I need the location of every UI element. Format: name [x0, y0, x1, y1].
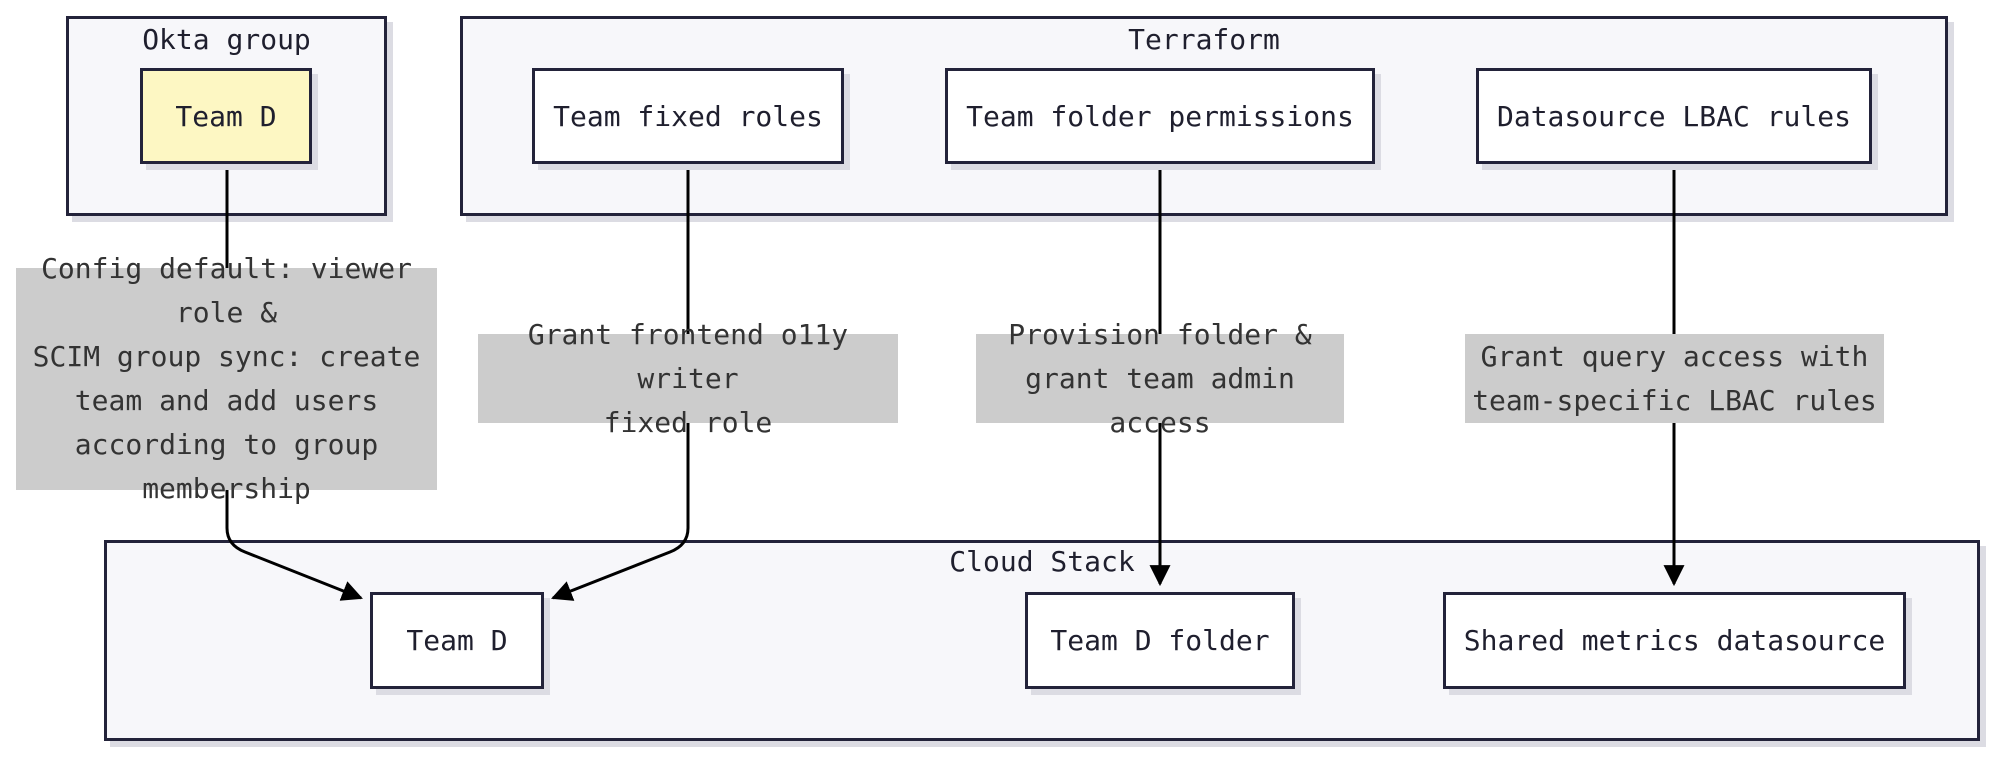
cloud-team-d-node: Team D [370, 592, 544, 689]
team-d-folder-node: Team D folder [1025, 592, 1295, 689]
datasource-lbac-rules-node: Datasource LBAC rules [1476, 68, 1872, 164]
edge-label-line: Grant frontend o11y writer [527, 317, 849, 395]
edge-okta-to-team-d [225, 163, 363, 601]
edge-label-grant-frontend: Grant frontend o11y writer fixed role [478, 318, 898, 439]
shared-metrics-datasource-node: Shared metrics datasource [1443, 592, 1906, 689]
edge-label-line: according to group [74, 428, 379, 461]
edge-label-line: grant team admin access [1025, 361, 1295, 439]
edge-label-line: SCIM group sync: create [32, 340, 421, 373]
edge-label-line: Config default: viewer role & [41, 252, 412, 329]
edge-label-config-default: Config default: viewer role & SCIM group… [16, 252, 437, 505]
edge-label-line: fixed role [603, 405, 773, 439]
edge-label-line: membership [142, 472, 311, 505]
team-fixed-roles-node: Team fixed roles [532, 68, 844, 164]
okta-team-d-node: Team D [140, 68, 312, 164]
edge-label-line: Grant query access with [1480, 339, 1869, 373]
edge-label-grant-query: Grant query access with team-specific LB… [1465, 334, 1884, 423]
team-folder-permissions-node: Team folder permissions [945, 68, 1375, 164]
edge-label-line: team-specific LBAC rules [1472, 383, 1877, 417]
edge-label-provision-folder: Provision folder & grant team admin acce… [976, 318, 1344, 439]
edge-label-line: Provision folder & [1008, 317, 1312, 351]
cloud-stack-group-title: Cloud Stack [949, 545, 1135, 578]
edge-label-line: team and add users [74, 384, 379, 417]
edge-fixed-roles-to-team-d [551, 163, 690, 601]
okta-group-title: Okta group [142, 23, 311, 56]
terraform-group-title: Terraform [1128, 23, 1280, 56]
